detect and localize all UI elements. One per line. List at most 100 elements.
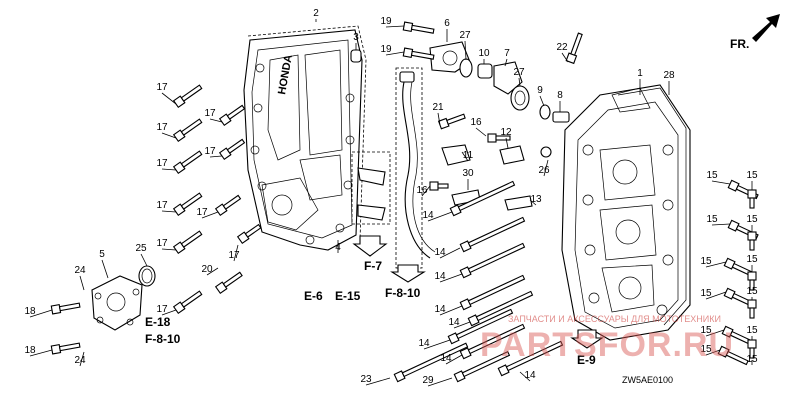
leader-c16b bbox=[421, 185, 431, 197]
callout-c1: 1 bbox=[637, 68, 643, 79]
leader-c17g bbox=[209, 118, 223, 123]
callout-c20: 20 bbox=[201, 264, 213, 275]
callout-c15h: 15 bbox=[746, 286, 758, 297]
leader-c11 bbox=[461, 151, 469, 162]
leader-c19b bbox=[385, 51, 405, 56]
callout-c17g: 17 bbox=[204, 108, 216, 119]
bolt-shape bbox=[565, 32, 583, 65]
head-gasket bbox=[617, 87, 687, 326]
callout-c17f: 17 bbox=[156, 304, 168, 315]
callout-c19b: 19 bbox=[380, 44, 392, 55]
pipe-clamp bbox=[441, 144, 471, 166]
bolt-shape bbox=[172, 192, 203, 217]
leader-c20 bbox=[206, 267, 219, 276]
leader-c27a bbox=[464, 40, 467, 61]
leader-c14e bbox=[453, 321, 471, 329]
callout-c14g: 14 bbox=[440, 353, 452, 364]
callout-c15k: 15 bbox=[700, 344, 712, 355]
callout-c19a: 19 bbox=[380, 16, 392, 27]
bolt-shape bbox=[449, 180, 516, 217]
bolt-shape bbox=[459, 323, 526, 360]
bolt-shape bbox=[402, 21, 435, 34]
bolt-shape bbox=[218, 138, 246, 161]
ref-arrow-f7 bbox=[352, 235, 388, 257]
leader-c12 bbox=[505, 137, 509, 149]
cylinder-head-cover: HONDA bbox=[243, 29, 363, 251]
callout-c14d: 14 bbox=[434, 304, 446, 315]
bolt-shape bbox=[218, 104, 246, 127]
bolt-shape bbox=[717, 345, 749, 366]
bolt-shape bbox=[172, 84, 203, 109]
callout-c14h: 14 bbox=[524, 370, 536, 381]
bolt-shape bbox=[453, 350, 511, 383]
front-direction-indicator: FR. bbox=[730, 14, 780, 51]
callout-c24b: 24 bbox=[74, 355, 86, 366]
bolt-shape bbox=[497, 340, 564, 377]
leader-c17i bbox=[201, 211, 219, 219]
callout-c15j: 15 bbox=[746, 325, 758, 336]
leader-c14h bbox=[519, 371, 531, 382]
bolt-shape bbox=[429, 181, 449, 191]
callout-c15b: 15 bbox=[746, 170, 758, 181]
callout-c17e: 17 bbox=[156, 238, 168, 249]
leader-c18b bbox=[29, 349, 53, 357]
callout-c8: 8 bbox=[557, 90, 563, 101]
callout-c6: 6 bbox=[444, 18, 450, 29]
leader-c16a bbox=[475, 127, 487, 137]
leader-c22 bbox=[561, 52, 569, 63]
callout-c26: 26 bbox=[538, 165, 550, 176]
leader-c23 bbox=[365, 377, 391, 386]
leader-c17f bbox=[161, 309, 177, 316]
callout-c5: 5 bbox=[99, 249, 105, 260]
bolt-shape bbox=[437, 113, 466, 130]
callout-c17i: 17 bbox=[196, 207, 208, 218]
bolt-shape bbox=[721, 325, 753, 346]
leader-c27b bbox=[518, 77, 521, 87]
bolt-shape bbox=[214, 194, 242, 217]
leader-c14d bbox=[439, 305, 463, 316]
bolt-shape bbox=[747, 189, 757, 209]
bolt-shape bbox=[214, 271, 243, 295]
leader-c24b bbox=[79, 351, 85, 367]
watermark-subtext: ЗАПЧАСТИ И АКСЕССУАРЫ ДЛЯ МОТОТЕХНИКИ bbox=[508, 314, 721, 324]
leader-c14g bbox=[445, 354, 463, 365]
callout-c11: 11 bbox=[463, 150, 474, 161]
ref-label-f7: F-7 bbox=[364, 259, 382, 273]
leader-c24a bbox=[79, 275, 85, 291]
leader-c13 bbox=[529, 199, 537, 206]
leader-c17c bbox=[161, 168, 177, 171]
callout-c27b: 27 bbox=[513, 67, 525, 78]
callout-c21: 21 bbox=[432, 102, 444, 113]
callout-c14b: 14 bbox=[434, 247, 446, 258]
bolt-shape bbox=[50, 302, 81, 315]
callout-c2: 2 bbox=[313, 8, 319, 19]
wire-bracket bbox=[351, 151, 391, 225]
leader-c19a bbox=[385, 25, 405, 28]
leader-c14f bbox=[423, 339, 451, 350]
ref-arrow-f810 bbox=[390, 264, 426, 283]
bracket-plate bbox=[499, 145, 525, 165]
thermostat-assembly bbox=[429, 41, 570, 123]
ref-label-e6: E-6 bbox=[304, 289, 323, 303]
leader-c26 bbox=[543, 159, 549, 177]
bolt-shape bbox=[172, 230, 203, 255]
cover-gasket bbox=[247, 25, 367, 241]
ref-label-f810-lower: F-8-10 bbox=[145, 332, 181, 346]
leader-c14a bbox=[427, 211, 453, 222]
leader-c17e bbox=[161, 248, 177, 251]
callout-c29: 29 bbox=[422, 375, 434, 386]
callout-c15a: 15 bbox=[706, 170, 718, 181]
washer bbox=[540, 146, 552, 158]
bolt-shape bbox=[172, 150, 203, 175]
leader-c17a bbox=[161, 92, 177, 105]
leader-c15a bbox=[711, 180, 731, 185]
callout-c18a: 18 bbox=[24, 306, 36, 317]
leader-lines bbox=[29, 19, 753, 387]
callout-c17b: 17 bbox=[156, 122, 168, 133]
bolt-shape bbox=[172, 290, 203, 315]
callout-c16a: 16 bbox=[470, 117, 482, 128]
bolt-shape bbox=[747, 231, 757, 251]
leader-c15e bbox=[705, 261, 727, 268]
callout-c17d: 17 bbox=[156, 200, 168, 211]
